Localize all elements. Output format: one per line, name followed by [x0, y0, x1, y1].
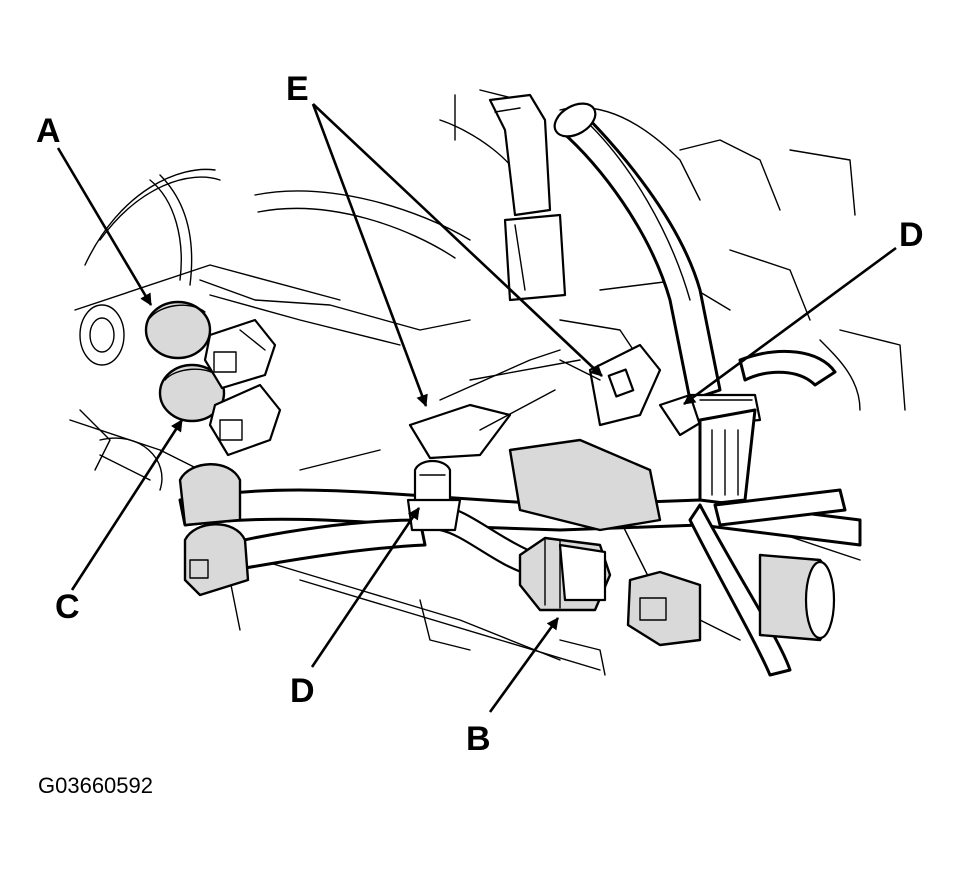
callout-b: B	[466, 720, 491, 758]
callout-d-lower: D	[290, 672, 315, 710]
coolant-tube	[488, 93, 567, 302]
connector-a	[203, 318, 277, 390]
arrow-c	[70, 419, 184, 591]
callout-c: C	[55, 588, 80, 626]
arrow-b	[488, 617, 560, 713]
connector-right	[626, 570, 702, 647]
connector-c	[208, 383, 282, 457]
callout-d-upper: D	[899, 216, 924, 254]
engine-block-outline	[69, 89, 906, 676]
arrow-d-lower	[310, 507, 421, 668]
arrow-a	[56, 147, 153, 306]
callout-e: E	[286, 70, 309, 108]
bracket-e-upper	[559, 343, 662, 427]
arrow-e-lower	[311, 103, 428, 407]
connector-lower-left	[178, 463, 250, 597]
connector-b	[518, 536, 612, 612]
washer	[79, 304, 125, 366]
arrow-d-upper	[683, 246, 897, 406]
harness-right-branch	[698, 349, 837, 507]
callout-a: A	[36, 112, 61, 150]
arrow-e-upper	[312, 103, 603, 377]
sensor-a	[144, 300, 212, 360]
leader-arrows	[56, 103, 897, 713]
bracket-e-lower	[408, 349, 561, 460]
clip-d-lower	[406, 459, 462, 532]
figure-code: G03660592	[38, 773, 153, 798]
valve-body	[508, 438, 836, 642]
